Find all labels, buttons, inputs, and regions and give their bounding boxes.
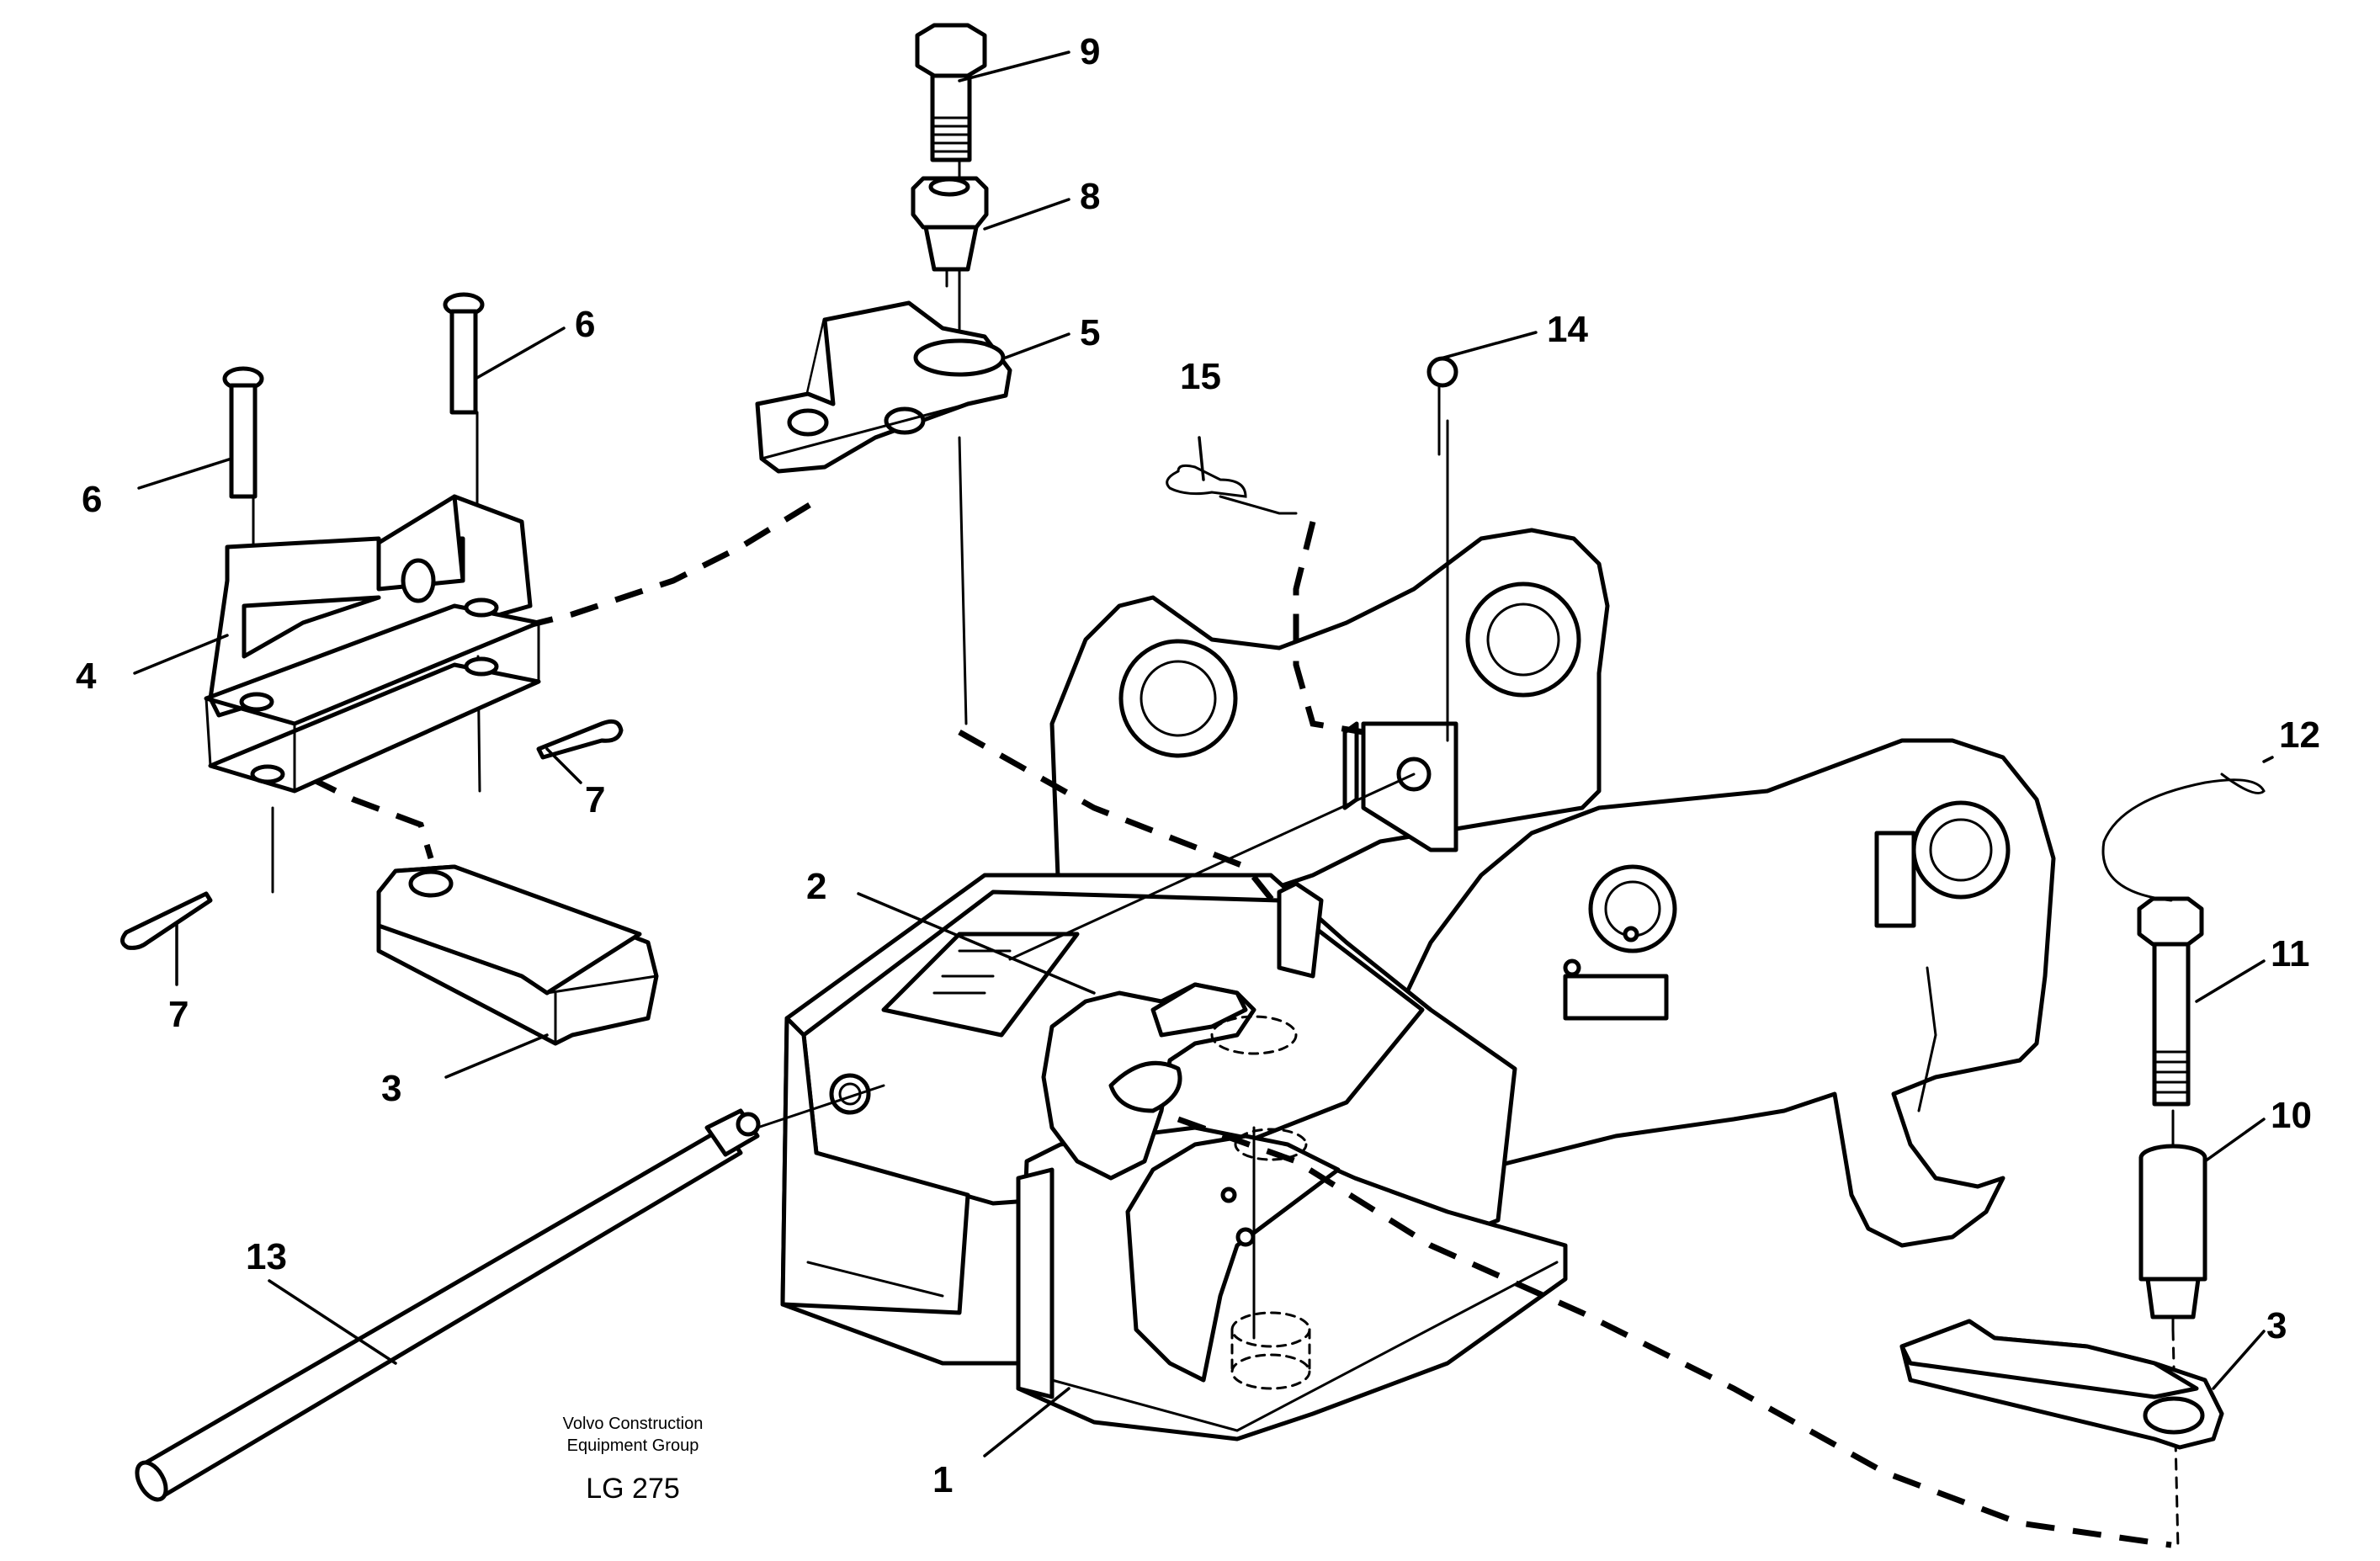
callout-14: 14 <box>1547 309 1588 350</box>
callout-6-left: 6 <box>82 479 102 520</box>
wedge-left-part-3 <box>376 864 659 1046</box>
callout-7-left: 7 <box>168 994 189 1035</box>
company-name-line-2: Equipment Group <box>567 1436 699 1455</box>
leader-lines <box>133 50 2274 1457</box>
long-pin-part-13 <box>135 1108 761 1502</box>
bracket-part-4 <box>204 494 541 794</box>
callout-12: 12 <box>2279 714 2320 756</box>
callout-4: 4 <box>76 656 97 697</box>
callout-labels: 1 2 3 3 4 5 6 6 7 7 8 9 10 11 12 13 14 1… <box>76 31 2320 1500</box>
bushing-part-8 <box>911 176 989 288</box>
clip-part-15 <box>1166 464 1298 515</box>
callout-8: 8 <box>1080 176 1100 217</box>
company-name-line-1: Volvo Construction <box>563 1415 704 1433</box>
wedge-right-part-3 <box>1899 1319 2224 1450</box>
callout-5: 5 <box>1080 312 1100 353</box>
pin-right-part-6 <box>443 292 485 415</box>
locking-wire-part-12 <box>2101 773 2266 902</box>
callout-7-right: 7 <box>585 779 605 820</box>
drawing-code: LG 275 <box>586 1473 680 1505</box>
callout-6-right: 6 <box>575 304 595 345</box>
callout-11: 11 <box>2271 933 2310 974</box>
pin-left-part-6 <box>222 366 264 499</box>
ring-pin-part-14 <box>1426 356 1458 456</box>
bolt-part-9 <box>915 23 987 162</box>
spacer-part-10 <box>2138 1144 2207 1319</box>
split-pin-right-part-7 <box>536 719 624 760</box>
callout-1: 1 <box>932 1459 953 1500</box>
coupler-frame <box>780 528 2056 1442</box>
callout-3-left: 3 <box>381 1068 401 1109</box>
callout-10: 10 <box>2271 1095 2312 1136</box>
callout-15: 15 <box>1180 356 1221 397</box>
split-pin-left-part-7 <box>120 891 213 950</box>
callout-9: 9 <box>1080 31 1100 72</box>
callout-13: 13 <box>246 1236 287 1277</box>
callout-2: 2 <box>806 866 826 907</box>
long-bolt-part-11 <box>2137 896 2204 1107</box>
callout-3-right: 3 <box>2266 1305 2287 1346</box>
lever-plate-part-5 <box>755 300 1012 474</box>
drawing-footer: Volvo Construction Equipment Group LG 27… <box>563 1415 704 1505</box>
